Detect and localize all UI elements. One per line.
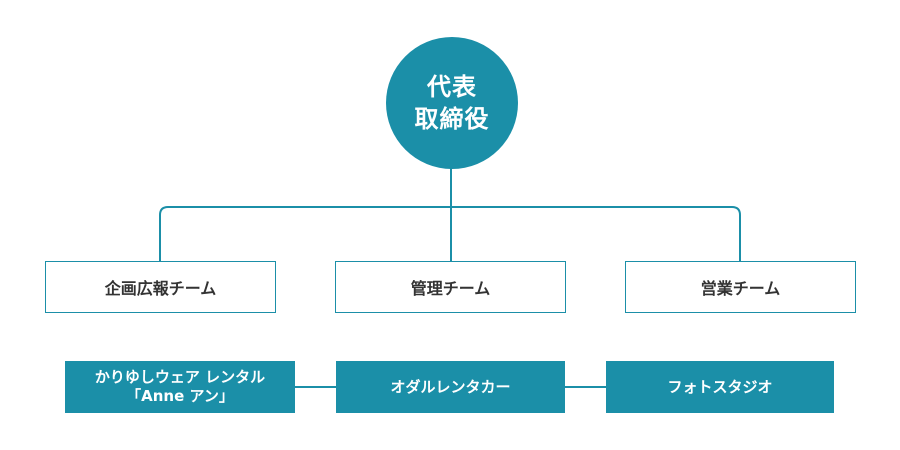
- brand-node-photo-studio: フォトスタジオ: [606, 361, 834, 413]
- brand-node-car-rental: オダルレンタカー: [336, 361, 565, 413]
- team-label: 営業チーム: [700, 279, 781, 298]
- connector-branch: [159, 206, 741, 261]
- brand-label-line1: かりゆしウェア レンタル: [94, 368, 266, 386]
- team-node-management: 管理チーム: [335, 261, 566, 313]
- team-label: 管理チーム: [410, 279, 491, 298]
- team-node-planning-pr: 企画広報チーム: [45, 261, 276, 313]
- brand-label-line1: フォトスタジオ: [667, 377, 773, 396]
- brand-label-line2: 「Anne アン」: [126, 387, 234, 405]
- brand-label-line1: オダルレンタカー: [390, 377, 511, 396]
- team-label: 企画広報チーム: [104, 279, 217, 298]
- team-node-sales: 営業チーム: [625, 261, 856, 313]
- brand-node-kariyushi-rental: かりゆしウェア レンタル 「Anne アン」: [65, 361, 295, 413]
- ceo-node: 代表 取締役: [386, 37, 518, 169]
- ceo-title-line2: 取締役: [414, 105, 490, 133]
- ceo-title-line1: 代表: [427, 73, 477, 101]
